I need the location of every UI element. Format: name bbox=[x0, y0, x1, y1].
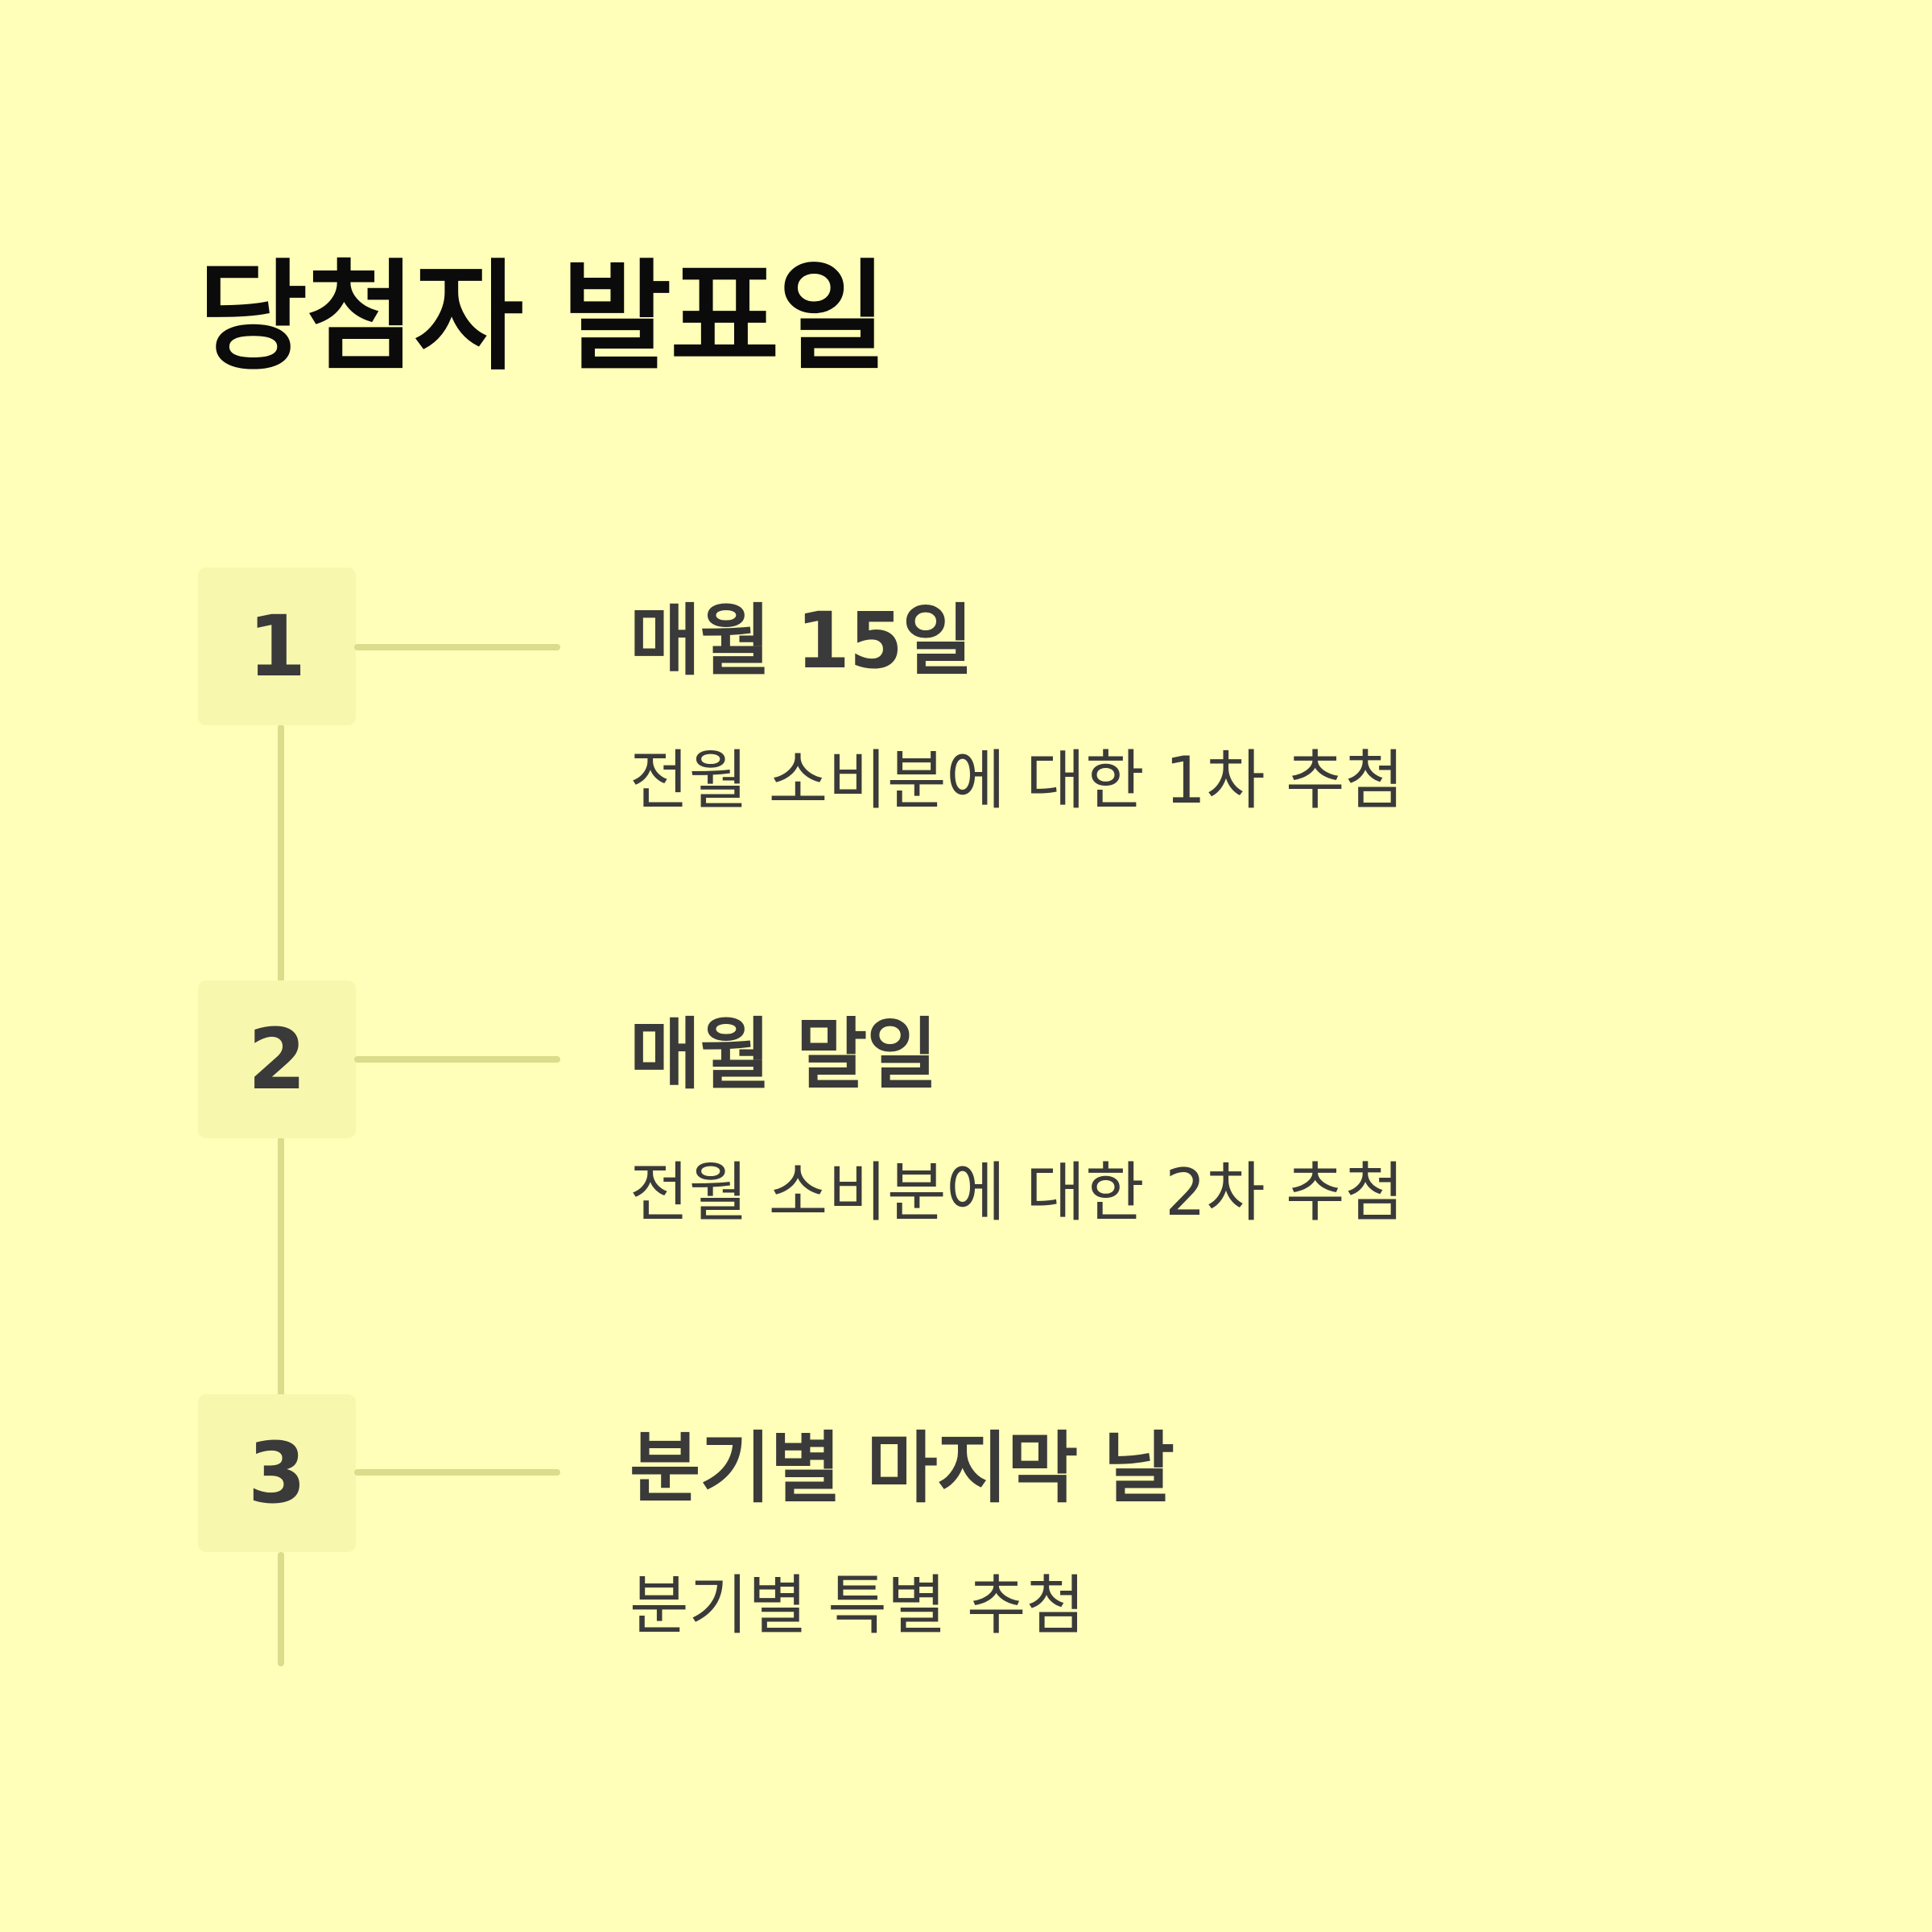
step-title: 매월 말일 bbox=[630, 1009, 938, 1100]
step-number-badge: 2 bbox=[198, 980, 356, 1138]
step-title: 분기별 마지막 날 bbox=[630, 1423, 1174, 1513]
step-description: 전월 소비분에 대한 2차 추첨 bbox=[630, 1155, 1405, 1230]
timeline-vertical-line bbox=[278, 1137, 284, 1397]
page-title: 당첨자 발표일 bbox=[198, 248, 887, 386]
step-title: 매월 15일 bbox=[630, 596, 973, 686]
step-description: 전월 소비분에 대한 1차 추첨 bbox=[630, 743, 1405, 818]
step-number-badge: 1 bbox=[198, 568, 356, 725]
timeline-vertical-line bbox=[278, 1552, 284, 1666]
timeline-connector bbox=[354, 1469, 560, 1476]
timeline-connector bbox=[354, 1056, 560, 1063]
timeline-vertical-line bbox=[278, 724, 284, 982]
step-number-badge: 3 bbox=[198, 1394, 356, 1552]
timeline-connector bbox=[354, 644, 560, 650]
step-description: 분기별 특별 추첨 bbox=[630, 1568, 1086, 1643]
